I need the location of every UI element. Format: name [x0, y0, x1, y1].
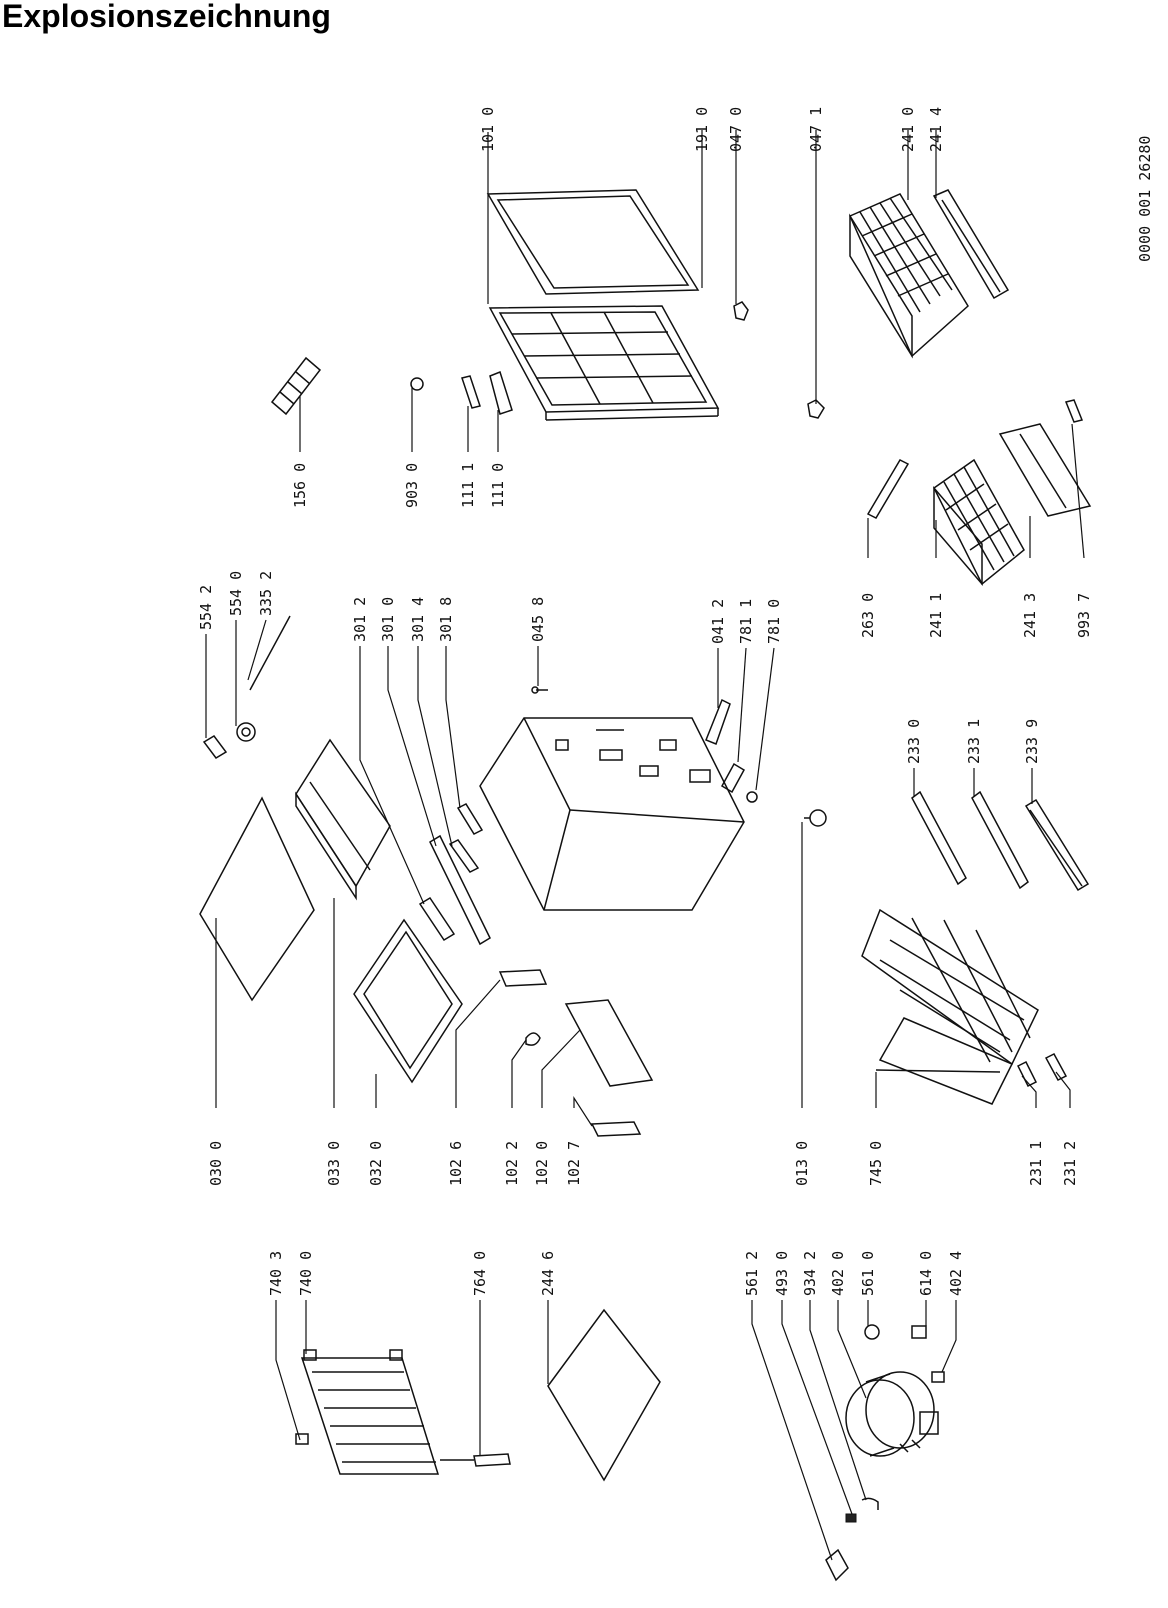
label-102-2: 102 2 [503, 1141, 521, 1186]
wire-basket-large-drawing [849, 193, 969, 359]
bracket-934-2-drawing [861, 1497, 879, 1510]
knob-drawing [410, 377, 424, 391]
label-903-0: 903 0 [403, 463, 421, 508]
label-233-9: 233 9 [1023, 719, 1041, 764]
cabinet-body-drawing [479, 717, 745, 911]
label-781-1: 781 1 [737, 599, 755, 644]
label-301-2: 301 2 [351, 597, 369, 642]
clip-102-6-drawing [498, 969, 548, 987]
wire-shelf-drawing [861, 908, 1039, 1105]
label-764-0: 764 0 [471, 1251, 489, 1296]
insulation-panel-drawing [547, 1308, 661, 1482]
clip-402-4-drawing [931, 1371, 945, 1383]
strip-263-0-drawing [866, 459, 910, 519]
lamp-cover-drawing [720, 762, 746, 794]
ice-tray-drawing [270, 356, 322, 416]
label-781-0: 781 0 [765, 599, 783, 644]
label-013-0: 013 0 [793, 1141, 811, 1186]
label-102-7: 102 7 [565, 1141, 583, 1186]
label-263-0: 263 0 [859, 593, 877, 638]
label-032-0: 032 0 [367, 1141, 385, 1186]
page-title: Explosionszeichnung [2, 0, 331, 34]
label-191-0: 191 0 [693, 107, 711, 152]
leader-lines [205, 130, 1085, 1561]
door-seal-drawing [486, 189, 700, 295]
hinge-pin-drawing [733, 301, 825, 419]
label-745-0: 745 0 [867, 1141, 885, 1186]
relay-drawing [864, 1324, 880, 1340]
label-233-1: 233 1 [965, 719, 983, 764]
label-233-0: 233 0 [905, 719, 923, 764]
label-402-4: 402 4 [947, 1251, 965, 1296]
label-993-7-drawing [1064, 399, 1084, 423]
clip-614-0-drawing [911, 1325, 927, 1339]
part-labels: 101 0 191 0 047 0 047 1 241 0 241 4 156 … [197, 107, 1093, 1296]
drier-drawing [473, 1453, 511, 1467]
label-934-2: 934 2 [801, 1251, 819, 1296]
label-231-1: 231 1 [1027, 1141, 1045, 1186]
label-493-0: 493 0 [773, 1251, 791, 1296]
door-panel-drawing [488, 305, 720, 421]
hinge-041-2-drawing [705, 698, 731, 745]
basket-front-drawing [998, 423, 1092, 517]
label-047-1: 047 1 [807, 107, 825, 152]
bracket-111-0-drawing [489, 371, 513, 415]
evaporator-drawing [295, 1349, 440, 1475]
label-993-7: 993 7 [1075, 593, 1093, 638]
label-244-6: 244 6 [539, 1251, 557, 1296]
label-111-0: 111 0 [489, 463, 507, 508]
label-402-0: 402 0 [829, 1251, 847, 1296]
part-493-0-drawing [845, 1513, 857, 1523]
document-number: 0000 001 26280 [1136, 136, 1154, 262]
capillary-drawing [249, 615, 291, 691]
label-102-6: 102 6 [447, 1141, 465, 1186]
label-554-2: 554 2 [197, 585, 215, 630]
label-740-0: 740 0 [297, 1251, 315, 1296]
spring-drawing [236, 722, 256, 742]
compressor-drawing [845, 1371, 939, 1457]
label-102-0: 102 0 [533, 1141, 551, 1186]
label-156-0: 156 0 [291, 463, 309, 508]
worktop-drawing [295, 738, 391, 901]
label-047-0: 047 0 [727, 107, 745, 152]
pad-231-2-drawing [1044, 1053, 1068, 1081]
label-045-8: 045 8 [529, 597, 547, 642]
wire-basket-small-drawing [933, 458, 1025, 587]
label-101-0: 101 0 [479, 107, 497, 152]
label-111-1: 111 1 [459, 463, 477, 508]
label-740-3: 740 3 [267, 1251, 285, 1296]
lamp-drawing [746, 791, 758, 803]
basket-handle-drawing [932, 189, 1010, 300]
label-033-0: 033 0 [325, 1141, 343, 1186]
label-335-2: 335 2 [257, 571, 275, 616]
shelf-rails-drawing [911, 790, 1090, 892]
inner-door-drawing [353, 918, 463, 1084]
label-561-0: 561 0 [859, 1251, 877, 1296]
box-561-2-drawing [825, 1548, 849, 1582]
label-554-0: 554 0 [227, 571, 245, 616]
label-030-0: 030 0 [207, 1141, 225, 1186]
label-301-0: 301 0 [379, 597, 397, 642]
foot-013-0-drawing [804, 809, 827, 827]
clip-102-7-drawing [590, 1121, 642, 1137]
door-shelf-drawing [564, 999, 654, 1087]
strip-111-1-drawing [461, 375, 481, 409]
clip-102-2-drawing [525, 1032, 541, 1046]
label-614-0: 614 0 [917, 1251, 935, 1296]
label-241-3: 241 3 [1021, 593, 1039, 638]
thermostat-knob-drawing [202, 735, 228, 759]
label-241-4: 241 4 [927, 107, 945, 152]
top-cover-drawing [199, 796, 315, 1002]
label-301-4: 301 4 [409, 597, 427, 642]
strips-301-drawing [418, 803, 491, 946]
label-231-2: 231 2 [1061, 1141, 1079, 1186]
label-561-2: 561 2 [743, 1251, 761, 1296]
label-301-8: 301 8 [437, 597, 455, 642]
screw-045-8-drawing [531, 686, 548, 694]
label-041-2: 041 2 [709, 599, 727, 644]
label-241-0: 241 0 [899, 107, 917, 152]
label-241-1: 241 1 [927, 593, 945, 638]
